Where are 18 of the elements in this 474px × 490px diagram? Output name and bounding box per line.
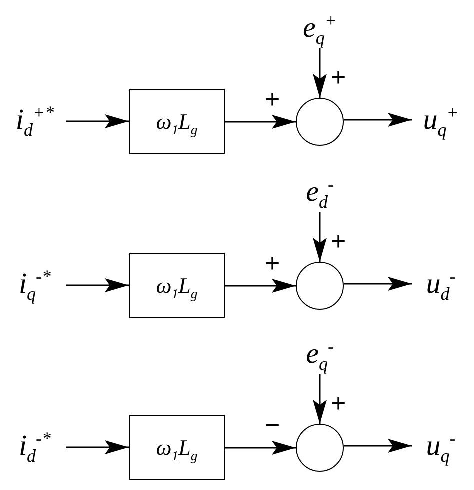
arrow [313, 212, 327, 262]
arrow [66, 114, 129, 128]
arrow [344, 113, 412, 127]
arrow [225, 115, 296, 129]
arrow [313, 374, 327, 424]
summing-junction [296, 424, 344, 472]
gain-block: ω$_{1}$L$_{g}$ [129, 415, 225, 480]
gain-block: ω$_{1}$L$_{g}$ [129, 253, 225, 318]
arrow [225, 441, 296, 455]
arrow [66, 278, 129, 292]
gain-block: ω$_{1}$L$_{g}$ [129, 89, 225, 154]
arrow [344, 277, 412, 291]
arrow [225, 279, 296, 293]
arrow [66, 440, 129, 454]
summing-junction [296, 262, 344, 310]
arrow [344, 439, 412, 453]
summing-junction [296, 98, 344, 146]
arrow [313, 48, 327, 98]
